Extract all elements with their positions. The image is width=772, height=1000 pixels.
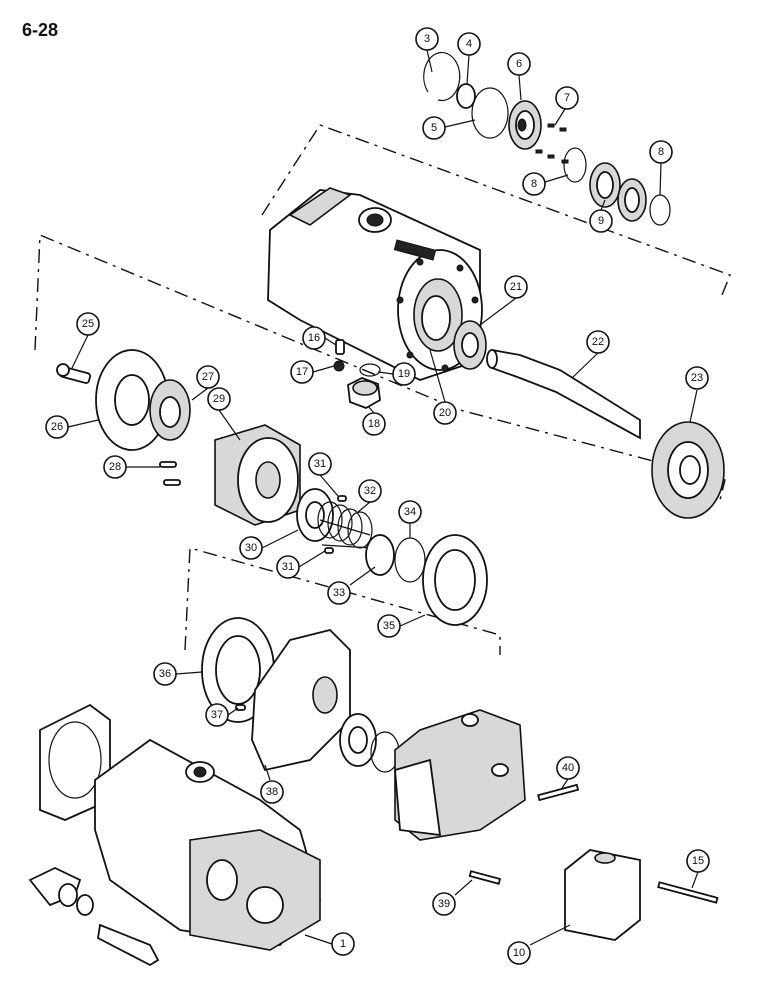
- svg-text:10: 10: [513, 947, 525, 959]
- svg-text:9: 9: [598, 215, 604, 227]
- callout-33: 33: [327, 581, 351, 605]
- svg-text:28: 28: [109, 461, 121, 473]
- callout-36: 36: [153, 662, 177, 686]
- svg-text:1: 1: [340, 938, 346, 950]
- callout-5: 5: [422, 116, 446, 140]
- callout-10: 10: [507, 941, 531, 965]
- svg-text:6: 6: [516, 58, 522, 70]
- leader-lines: [67, 49, 699, 946]
- callout-34: 34: [398, 500, 422, 524]
- callout-23: 23: [685, 366, 709, 390]
- svg-text:8: 8: [531, 178, 537, 190]
- svg-text:36: 36: [159, 668, 171, 680]
- svg-text:18: 18: [368, 418, 380, 430]
- callout-37: 37: [205, 703, 229, 727]
- callout-4: 4: [457, 32, 481, 56]
- svg-text:15: 15: [692, 855, 704, 867]
- callout-29: 29: [207, 387, 231, 411]
- svg-text:40: 40: [562, 762, 574, 774]
- svg-text:19: 19: [398, 368, 410, 380]
- svg-text:31: 31: [282, 561, 294, 573]
- callout-28: 28: [103, 455, 127, 479]
- svg-text:3: 3: [424, 33, 430, 45]
- svg-text:27: 27: [202, 371, 214, 383]
- callout-35: 35: [377, 614, 401, 638]
- callout-27: 27: [196, 365, 220, 389]
- assembled-pump: [28, 703, 322, 967]
- callout-20: 20: [433, 401, 457, 425]
- upper-pump-housing: [267, 187, 483, 381]
- svg-text:16: 16: [308, 332, 320, 344]
- svg-text:8: 8: [658, 146, 664, 158]
- svg-text:29: 29: [213, 393, 225, 405]
- svg-text:34: 34: [404, 506, 416, 518]
- callout-31a: 31: [308, 452, 332, 476]
- svg-text:39: 39: [438, 898, 450, 910]
- callout-7: 7: [555, 86, 579, 110]
- shaft-assembly: [453, 320, 725, 519]
- callout-6: 6: [507, 52, 531, 76]
- svg-text:5: 5: [431, 122, 437, 134]
- svg-text:33: 33: [333, 587, 345, 599]
- svg-text:17: 17: [296, 366, 308, 378]
- callout-8a: 8: [522, 172, 546, 196]
- svg-text:38: 38: [266, 786, 278, 798]
- svg-text:35: 35: [383, 620, 395, 632]
- svg-text:4: 4: [466, 38, 472, 50]
- svg-text:32: 32: [364, 485, 376, 497]
- callout-32: 32: [358, 479, 382, 503]
- valve-body-assembly: [339, 709, 719, 941]
- svg-text:26: 26: [51, 421, 63, 433]
- callout-18: 18: [362, 412, 386, 436]
- svg-text:20: 20: [439, 407, 451, 419]
- svg-text:30: 30: [245, 542, 257, 554]
- svg-text:22: 22: [592, 336, 604, 348]
- svg-text:25: 25: [82, 318, 94, 330]
- callout-26: 26: [45, 415, 69, 439]
- callout-9: 9: [589, 209, 613, 233]
- callout-31b: 31: [276, 555, 300, 579]
- callout-19: 19: [392, 362, 416, 386]
- svg-text:7: 7: [564, 92, 570, 104]
- callout-3: 3: [415, 27, 439, 51]
- svg-text:23: 23: [691, 372, 703, 384]
- page-number: 6-28: [22, 20, 59, 40]
- callout-40: 40: [556, 756, 580, 780]
- svg-text:37: 37: [211, 709, 223, 721]
- callout-16: 16: [302, 326, 326, 350]
- callout-39: 39: [432, 892, 456, 916]
- callout-17: 17: [290, 360, 314, 384]
- callout-8b: 8: [649, 140, 673, 164]
- valve-plate-and-gasket: [201, 617, 351, 772]
- callout-30: 30: [239, 536, 263, 560]
- swashplate-and-cylinder: [56, 349, 301, 526]
- callout-25: 25: [76, 312, 100, 336]
- callout-22: 22: [586, 330, 610, 354]
- plug-assembly: [333, 339, 381, 409]
- svg-text:21: 21: [510, 281, 522, 293]
- callout-1: 1: [331, 932, 355, 956]
- seal-ring-assembly: [423, 51, 671, 226]
- svg-text:31: 31: [314, 458, 326, 470]
- callout-21: 21: [504, 275, 528, 299]
- callout-38: 38: [260, 780, 284, 804]
- spring-and-washers: [296, 488, 488, 626]
- callout-15: 15: [686, 849, 710, 873]
